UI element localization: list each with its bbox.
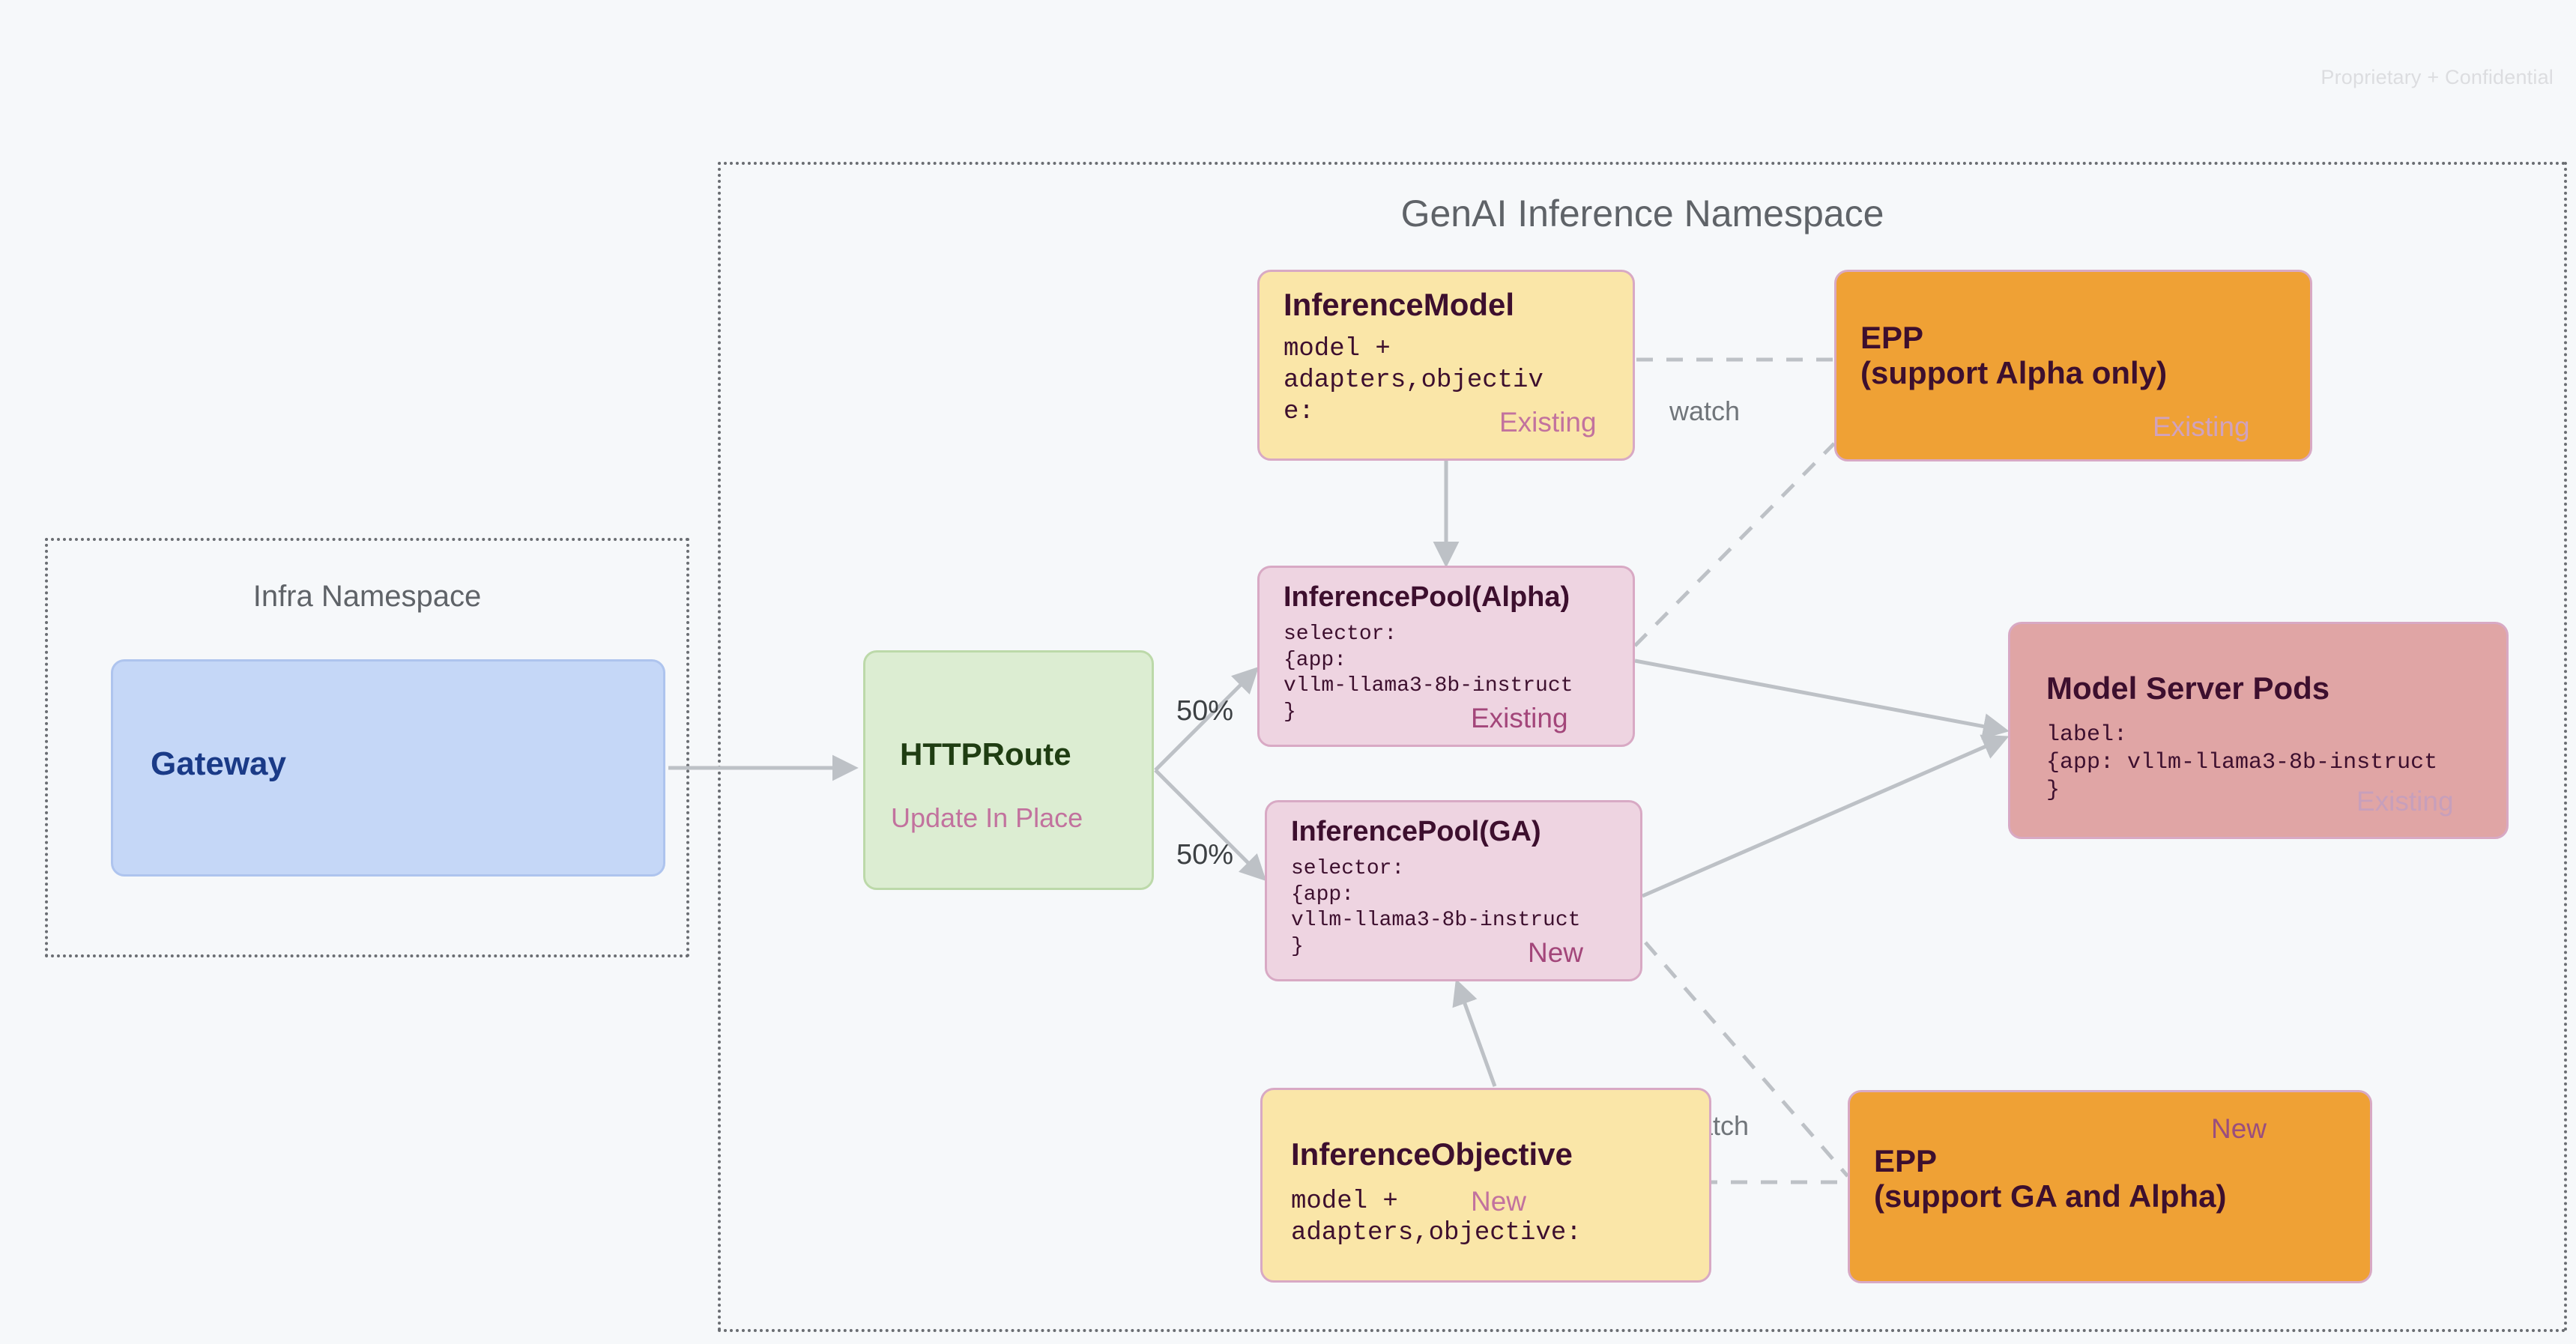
node-inference-pool-alpha[interactable]: InferencePool(Alpha) selector: {app: vll… — [1257, 566, 1635, 747]
node-inference-pool-ga-body: selector: {app: vllm-llama3-8b-instruct … — [1291, 857, 1581, 959]
namespace-infra-title: Infra Namespace — [253, 580, 482, 613]
node-epp-ga[interactable]: EPP (support GA and Alpha) New — [1848, 1090, 2372, 1283]
node-epp-alpha[interactable]: EPP (support Alpha only) Existing — [1834, 270, 2312, 461]
node-inference-pool-ga[interactable]: InferencePool(GA) selector: {app: vllm-l… — [1265, 800, 1642, 981]
confidential-notice: Proprietary + Confidential — [2320, 66, 2554, 88]
node-httproute-subtitle: Update In Place — [891, 802, 1083, 833]
node-httproute-title: HTTPRoute — [900, 736, 1071, 772]
node-gateway-title: Gateway — [151, 745, 286, 782]
namespace-genai-inference: GenAI Inference Namespace — [718, 162, 2567, 1332]
node-inference-pool-alpha-title: InferencePool(Alpha) — [1284, 581, 1570, 613]
node-inference-objective[interactable]: InferenceObjective model + adapters,obje… — [1260, 1088, 1711, 1283]
node-inference-objective-title: InferenceObjective — [1291, 1136, 1573, 1172]
node-inference-pool-ga-title: InferencePool(GA) — [1291, 816, 1541, 847]
edge-label-watch-top: watch — [1669, 396, 1741, 426]
node-inference-pool-alpha-badge: Existing — [1471, 703, 1568, 733]
node-gateway[interactable]: Gateway — [111, 659, 665, 877]
edge-label-split-ga: 50% — [1176, 839, 1234, 871]
node-inference-model-title: InferenceModel — [1284, 287, 1515, 322]
node-inference-pool-alpha-body: selector: {app: vllm-llama3-8b-instruct … — [1284, 623, 1573, 724]
node-epp-alpha-badge: Existing — [2153, 411, 2250, 442]
node-inference-model-body: model + adapters,objectiv e: — [1284, 335, 1544, 427]
node-inference-objective-badge: New — [1471, 1186, 1527, 1217]
node-model-server-pods-badge: Existing — [2356, 786, 2454, 817]
node-inference-objective-body: model + adapters,objective: — [1291, 1187, 1582, 1248]
node-inference-pool-ga-badge: New — [1528, 937, 1584, 968]
node-epp-ga-title: EPP (support GA and Alpha) — [1874, 1143, 2227, 1214]
node-epp-ga-badge: New — [2211, 1113, 2267, 1144]
node-httproute[interactable]: HTTPRoute Update In Place — [863, 650, 1154, 890]
node-epp-alpha-title: EPP (support Alpha only) — [1860, 320, 2168, 391]
namespace-genai-title: GenAI Inference Namespace — [1400, 193, 1884, 234]
node-model-server-pods-body: label: {app: vllm-llama3-8b-instruct } — [2046, 722, 2438, 804]
node-inference-model[interactable]: InferenceModel model + adapters,objectiv… — [1257, 270, 1635, 461]
namespace-infra: Infra Namespace — [45, 538, 689, 957]
node-model-server-pods[interactable]: Model Server Pods label: {app: vllm-llam… — [2008, 622, 2509, 839]
node-inference-model-badge: Existing — [1499, 407, 1597, 438]
node-model-server-pods-title: Model Server Pods — [2046, 671, 2330, 706]
edge-label-split-alpha: 50% — [1176, 695, 1234, 727]
